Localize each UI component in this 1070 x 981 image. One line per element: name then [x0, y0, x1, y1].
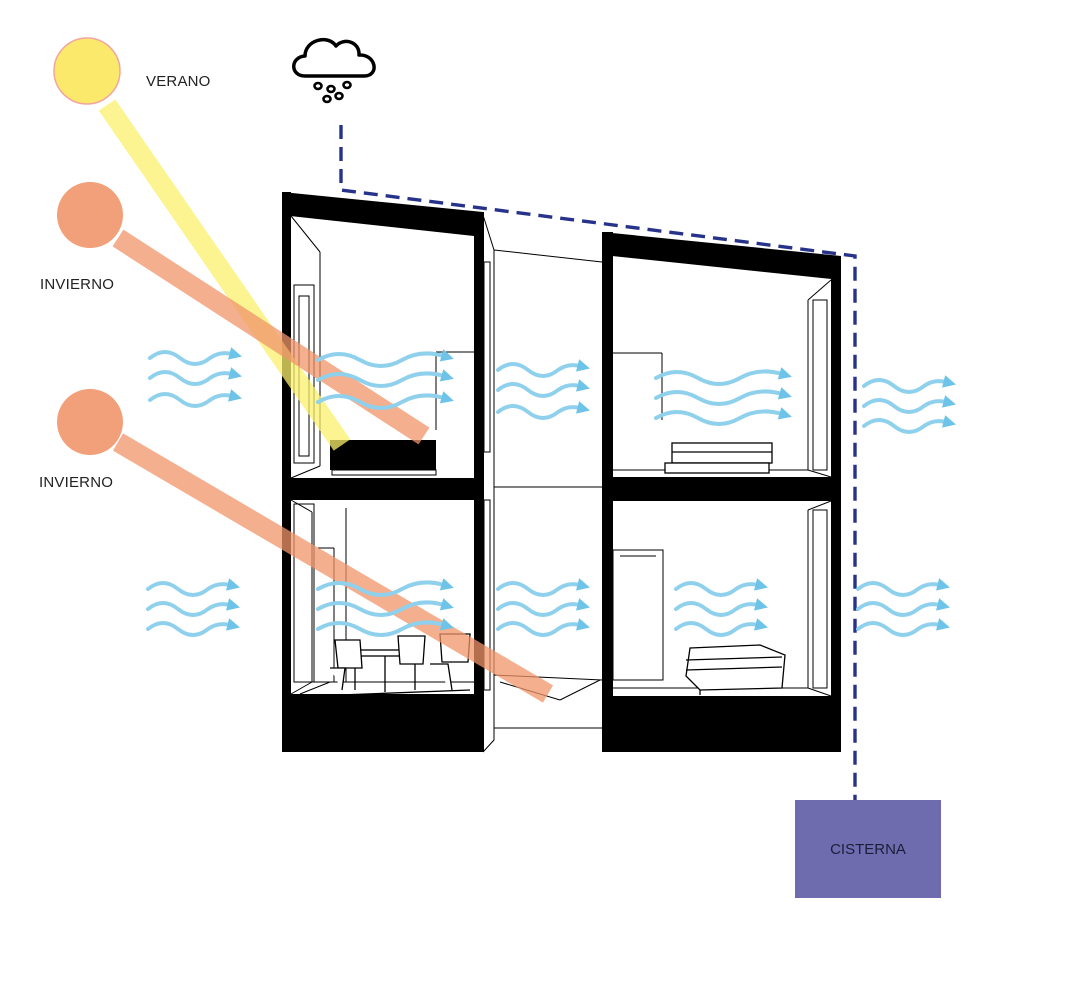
cistern-tank: CISTERNA: [795, 800, 941, 898]
building: [282, 192, 841, 753]
sun-icon: [57, 182, 123, 248]
bed-upper: [664, 442, 773, 474]
sun-rays: [98, 99, 554, 703]
winter-ray-lower: [112, 433, 554, 703]
winter-ray-upper: [112, 229, 430, 445]
sofa: [330, 440, 436, 470]
wind-arrow-icon: [864, 380, 946, 432]
summer-ray: [98, 99, 351, 451]
wind-arrow-icon: [498, 583, 580, 635]
right-block: [602, 232, 841, 752]
wind-arrow-icon: [656, 371, 782, 424]
wind-arrow-icon: [498, 364, 580, 418]
rainwater-pipe: [339, 125, 857, 800]
left-block: [282, 192, 491, 752]
winter-label-lower: INVIERNO: [39, 474, 114, 491]
sun-icon: [57, 389, 123, 455]
wind-arrow-icon: [150, 352, 232, 406]
summer-label: VERANO: [146, 73, 211, 90]
winter-label-upper: INVIERNO: [40, 276, 115, 293]
cistern-label: CISTERNA: [830, 840, 906, 858]
bed-lower: [685, 644, 786, 695]
rain-cloud-icon: [292, 37, 376, 104]
wind-arrow-icon: [858, 583, 940, 635]
wind-arrow-icon: [676, 583, 758, 635]
wind-arrow-icon: [148, 583, 230, 635]
sun-icon: [53, 37, 121, 105]
